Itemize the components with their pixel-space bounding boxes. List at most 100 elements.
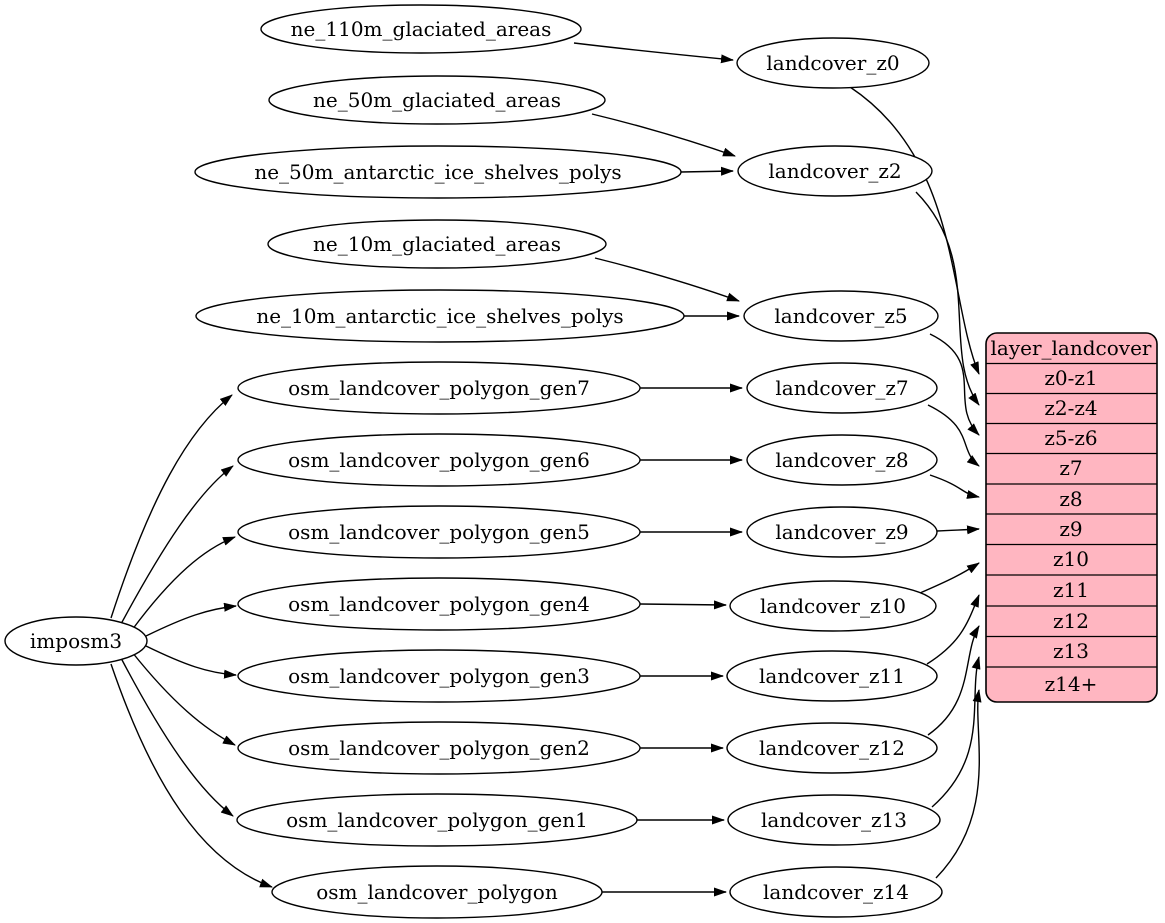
table-title: layer_landcover bbox=[991, 336, 1152, 360]
table-frame bbox=[985, 332, 1158, 703]
node-landcover-z5-shape bbox=[743, 290, 939, 342]
node-osm-landcover-polygon-gen5-shape bbox=[237, 505, 641, 559]
node-osm-landcover-polygon-gen1-shape bbox=[236, 793, 638, 847]
edge-ne-50m-antarctic-ice-shelves-polys-landcover-z2 bbox=[680, 166, 734, 176]
node-ne-110m-glaciated-areas: ne_110m_glaciated_areas bbox=[260, 4, 582, 54]
table-row-z2-z4: z2-z4 bbox=[1044, 396, 1097, 420]
edge-landcover-z2-row-z2-z4 bbox=[915, 191, 980, 406]
node-landcover-z8: landcover_z8 bbox=[746, 434, 938, 486]
node-landcover-z0-label: landcover_z0 bbox=[766, 51, 899, 75]
node-landcover-z7-label: landcover_z7 bbox=[775, 376, 908, 400]
edge-landcover-z14-row-z14plus bbox=[935, 689, 982, 879]
node-ne-50m-antarctic-ice-shelves-polys-label: ne_50m_antarctic_ice_shelves_polys bbox=[254, 160, 621, 184]
edge-landcover-z10-row-z10 bbox=[919, 562, 980, 594]
node-landcover-z0-shape bbox=[736, 37, 930, 89]
node-landcover-z5: landcover_z5 bbox=[743, 290, 939, 342]
node-landcover-z8-label: landcover_z8 bbox=[775, 448, 908, 472]
edge-landcover-z7-row-z7 bbox=[927, 404, 980, 467]
node-landcover-z10-label: landcover_z10 bbox=[760, 594, 906, 618]
node-landcover-z13: landcover_z13 bbox=[727, 794, 941, 846]
node-osm-landcover-polygon-gen2-label: osm_landcover_polygon_gen2 bbox=[288, 736, 590, 760]
node-landcover-z9: landcover_z9 bbox=[746, 506, 938, 558]
node-landcover-z9-shape bbox=[746, 506, 938, 558]
edge-landcover-z13-row-z13 bbox=[931, 656, 981, 808]
node-ne-10m-glaciated-areas: ne_10m_glaciated_areas bbox=[267, 219, 607, 269]
node-landcover-z14-shape bbox=[729, 866, 943, 918]
table-row-z10: z10 bbox=[1053, 547, 1089, 571]
node-landcover-z12: landcover_z12 bbox=[726, 722, 938, 774]
node-osm-landcover-polygon-gen4-label: osm_landcover_polygon_gen4 bbox=[288, 592, 590, 616]
node-landcover-z11-shape bbox=[726, 650, 938, 702]
edge-landcover-z5-row-z5-z6 bbox=[929, 333, 980, 436]
node-osm-landcover-polygon-gen7-label: osm_landcover_polygon_gen7 bbox=[288, 376, 590, 400]
node-osm-landcover-polygon-gen4: osm_landcover_polygon_gen4 bbox=[237, 577, 641, 631]
node-ne-50m-antarctic-ice-shelves-polys: ne_50m_antarctic_ice_shelves_polys bbox=[194, 145, 682, 199]
table-row-z8: z8 bbox=[1059, 487, 1082, 511]
edges-layer bbox=[110, 42, 982, 897]
node-imposm3: imposm3 bbox=[4, 616, 148, 666]
node-landcover-z2-label: landcover_z2 bbox=[768, 159, 901, 183]
table-row-z12: z12 bbox=[1053, 609, 1089, 633]
node-osm-landcover-polygon-gen6: osm_landcover_polygon_gen6 bbox=[237, 433, 641, 487]
edge-landcover-z9-row-z9 bbox=[936, 525, 980, 535]
node-osm-landcover-polygon-gen5: osm_landcover_polygon_gen5 bbox=[237, 505, 641, 559]
node-landcover-z14: landcover_z14 bbox=[729, 866, 943, 918]
node-osm-landcover-polygon-gen4-shape bbox=[237, 577, 641, 631]
node-landcover-z2-shape bbox=[737, 145, 933, 197]
node-landcover-z8-shape bbox=[746, 434, 938, 486]
node-ne-50m-glaciated-areas-shape bbox=[268, 75, 606, 125]
node-imposm3-label: imposm3 bbox=[30, 629, 122, 653]
node-landcover-z11: landcover_z11 bbox=[726, 650, 938, 702]
edge-landcover-z12-row-z12 bbox=[927, 625, 980, 736]
table-layer-landcover: layer_landcover z0-z1 z2-z4 z5-z6 z7 z8 … bbox=[985, 332, 1158, 703]
table-row-z7: z7 bbox=[1059, 456, 1082, 480]
table-row-z11: z11 bbox=[1053, 578, 1089, 602]
table-row-z14plus: z14+ bbox=[1045, 672, 1098, 696]
table-row-z9: z9 bbox=[1059, 517, 1082, 541]
table-row-z0-z1: z0-z1 bbox=[1044, 366, 1097, 390]
node-landcover-z9-label: landcover_z9 bbox=[775, 520, 908, 544]
nodes-layer: imposm3 ne_110m_glaciated_areas ne_50m_g… bbox=[4, 4, 943, 919]
node-landcover-z12-label: landcover_z12 bbox=[759, 736, 905, 760]
edge-imposm3-osm-landcover-polygon bbox=[110, 663, 273, 888]
node-osm-landcover-polygon-gen7-shape bbox=[237, 361, 641, 415]
node-ne-110m-glaciated-areas-shape bbox=[260, 4, 582, 54]
edge-ne-110m-glaciated-areas-landcover-z0 bbox=[573, 42, 734, 64]
edge-ne-50m-glaciated-areas-landcover-z2 bbox=[591, 113, 736, 157]
node-landcover-z0: landcover_z0 bbox=[736, 37, 930, 89]
edge-imposm3-osm-landcover-polygon-gen7 bbox=[110, 394, 233, 619]
node-landcover-z13-label: landcover_z13 bbox=[761, 808, 907, 832]
node-landcover-z10-shape bbox=[729, 580, 937, 632]
node-osm-landcover-polygon-shape bbox=[271, 865, 603, 919]
node-osm-landcover-polygon-gen5-label: osm_landcover_polygon_gen5 bbox=[288, 520, 590, 544]
node-landcover-z11-label: landcover_z11 bbox=[759, 664, 905, 688]
node-ne-10m-antarctic-ice-shelves-polys-shape bbox=[195, 289, 685, 343]
edge-landcover-z11-row-z11 bbox=[926, 594, 980, 665]
node-landcover-z2: landcover_z2 bbox=[737, 145, 933, 197]
node-osm-landcover-polygon-label: osm_landcover_polygon bbox=[316, 880, 558, 904]
node-osm-landcover-polygon-gen3-shape bbox=[237, 649, 641, 703]
node-osm-landcover-polygon-gen3: osm_landcover_polygon_gen3 bbox=[237, 649, 641, 703]
node-ne-50m-glaciated-areas: ne_50m_glaciated_areas bbox=[268, 75, 606, 125]
node-ne-10m-antarctic-ice-shelves-polys: ne_10m_antarctic_ice_shelves_polys bbox=[195, 289, 685, 343]
node-osm-landcover-polygon-gen6-label: osm_landcover_polygon_gen6 bbox=[288, 448, 590, 472]
node-landcover-z7-shape bbox=[746, 362, 938, 414]
edge-imposm3-osm-landcover-polygon-gen3 bbox=[145, 645, 237, 679]
node-osm-landcover-polygon-gen1: osm_landcover_polygon_gen1 bbox=[236, 793, 638, 847]
edge-imposm3-osm-landcover-polygon-gen4 bbox=[145, 602, 237, 637]
node-ne-50m-glaciated-areas-label: ne_50m_glaciated_areas bbox=[313, 88, 561, 112]
node-landcover-z7: landcover_z7 bbox=[746, 362, 938, 414]
edge-imposm3-osm-landcover-polygon-gen5 bbox=[131, 536, 236, 631]
node-ne-50m-antarctic-ice-shelves-polys-shape bbox=[194, 145, 682, 199]
edge-imposm3-osm-landcover-polygon-gen6 bbox=[120, 465, 234, 625]
node-ne-10m-antarctic-ice-shelves-polys-label: ne_10m_antarctic_ice_shelves_polys bbox=[256, 304, 623, 328]
node-osm-landcover-polygon-gen3-label: osm_landcover_polygon_gen3 bbox=[288, 664, 590, 688]
node-osm-landcover-polygon: osm_landcover_polygon bbox=[271, 865, 603, 919]
node-landcover-z14-label: landcover_z14 bbox=[763, 880, 909, 904]
node-osm-landcover-polygon-gen1-label: osm_landcover_polygon_gen1 bbox=[286, 808, 588, 832]
edge-landcover-z8-row-z8 bbox=[929, 474, 980, 499]
edge-imposm3-osm-landcover-polygon-gen2 bbox=[131, 651, 236, 746]
node-landcover-z10: landcover_z10 bbox=[729, 580, 937, 632]
